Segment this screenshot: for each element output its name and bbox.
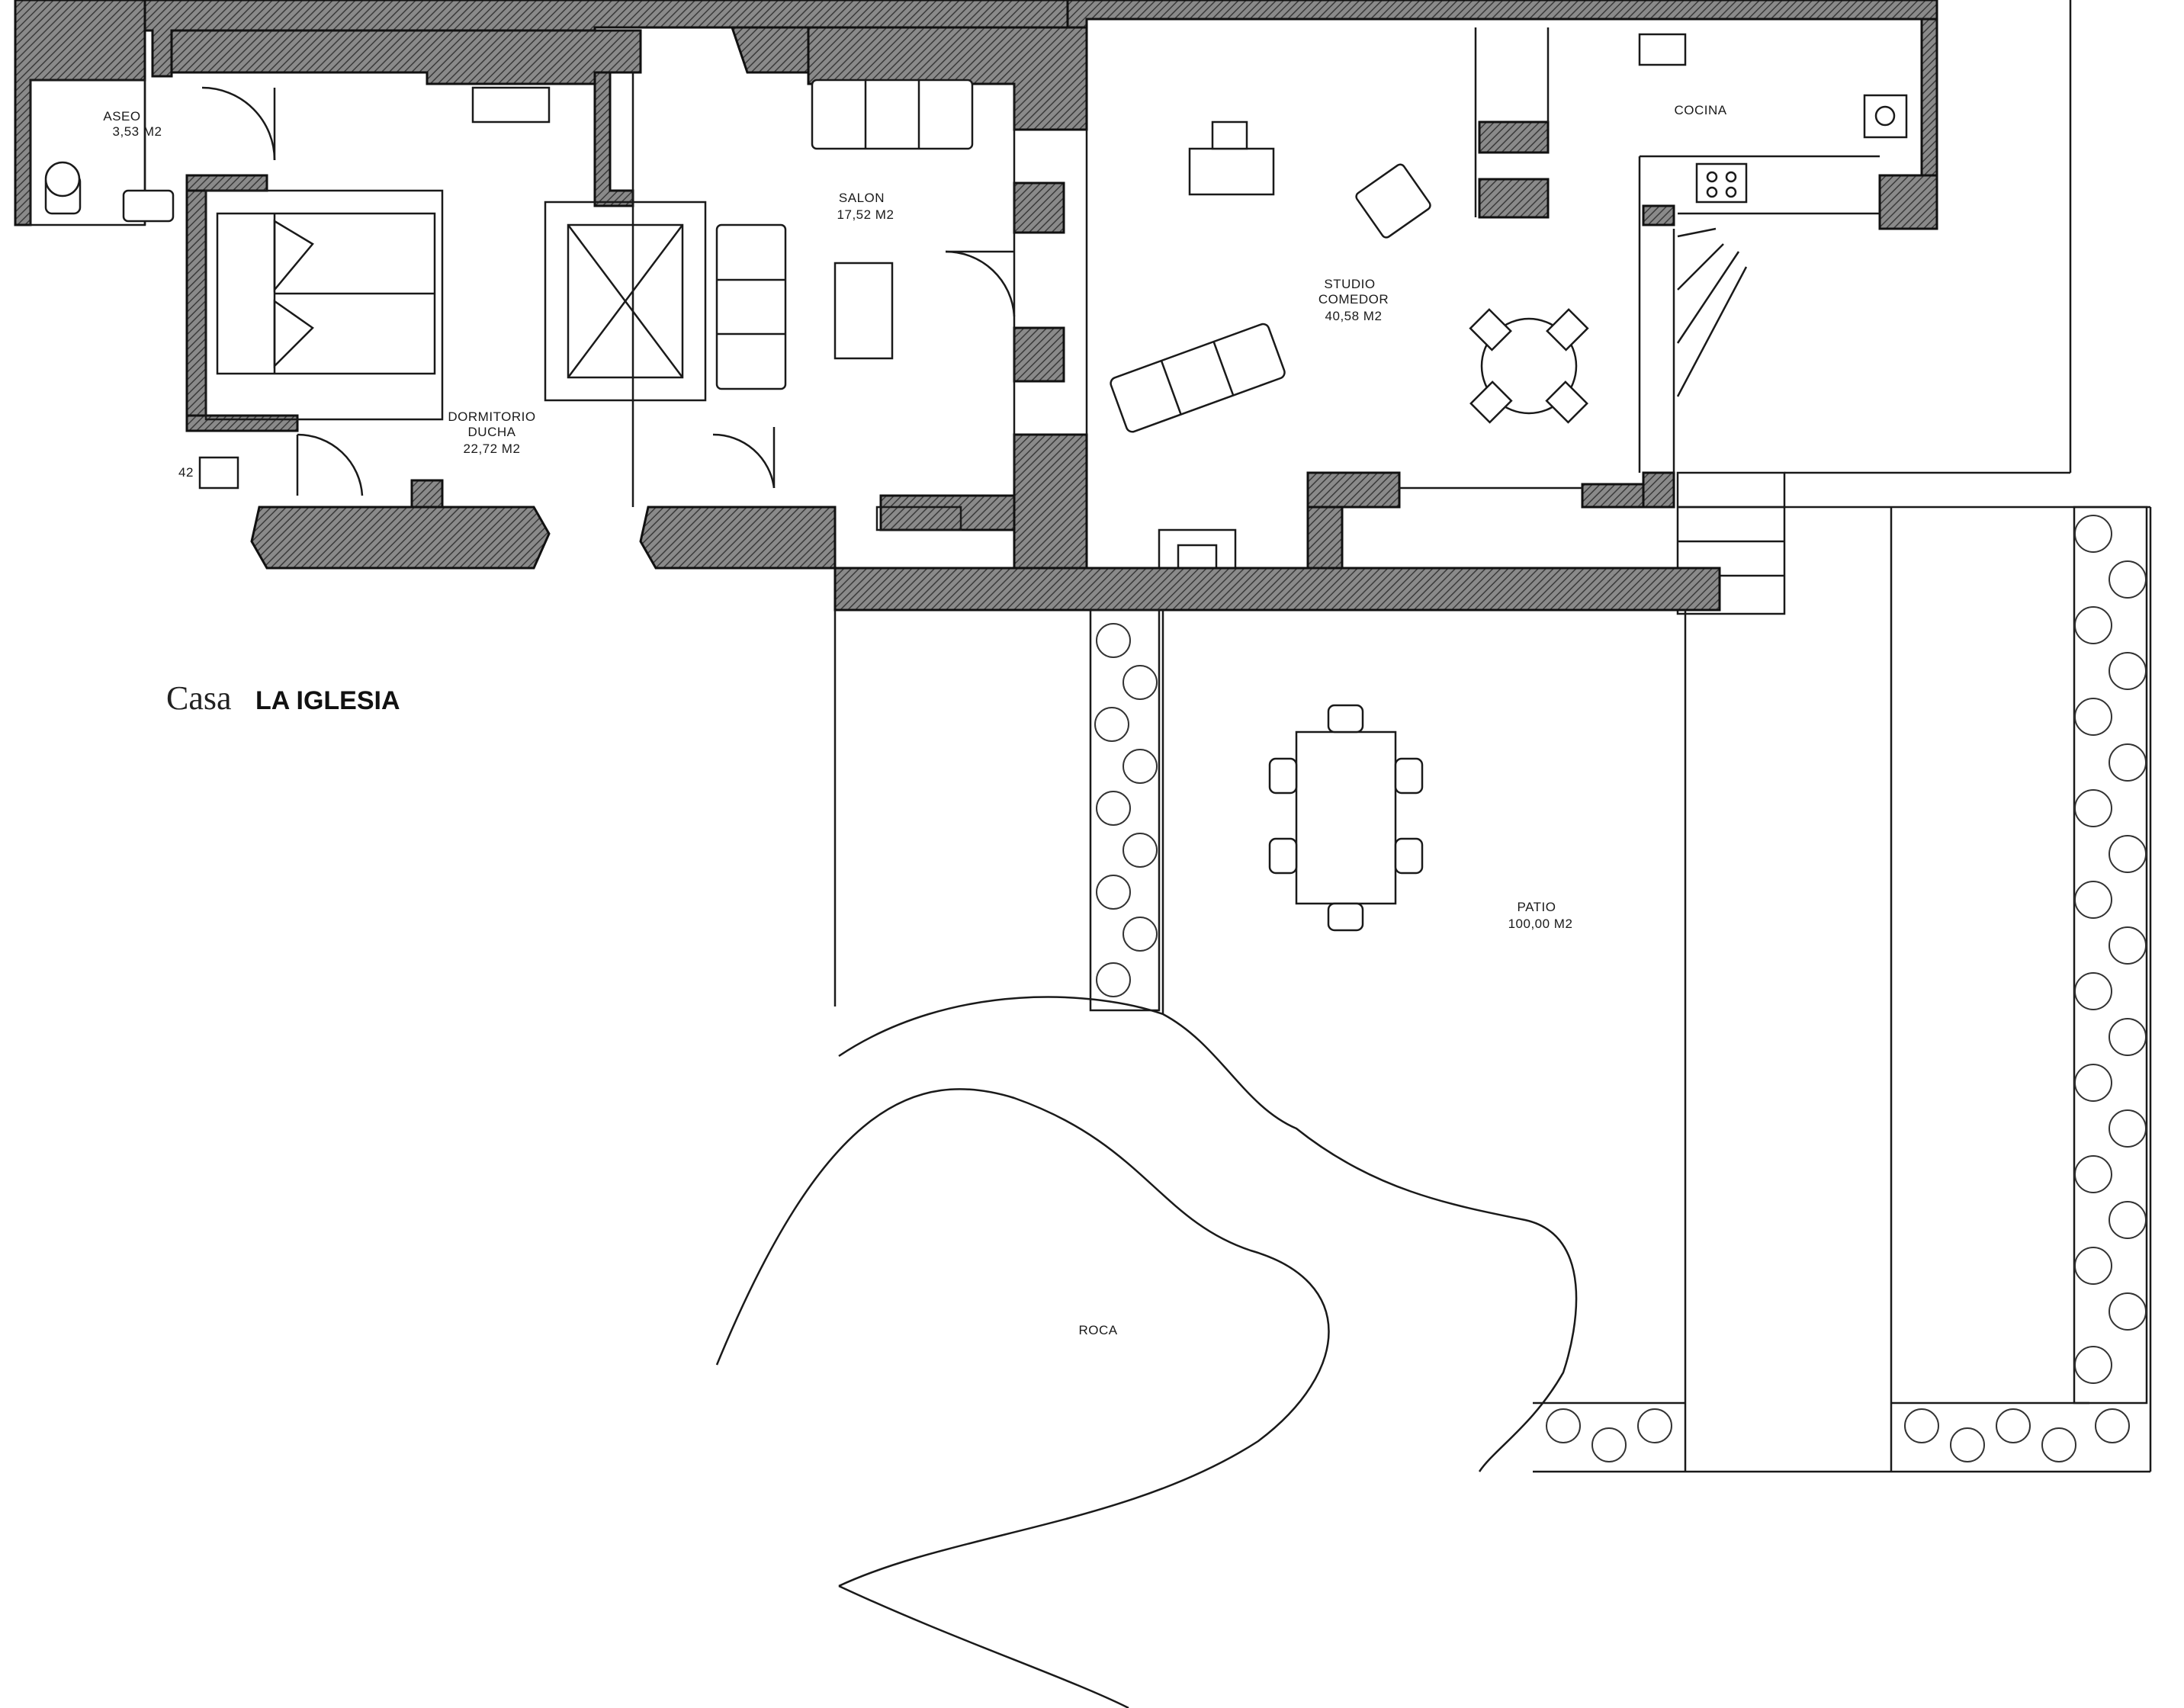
stone-pattern xyxy=(1094,515,2147,1462)
label-dormitorio-sub: DUCHA xyxy=(468,425,516,439)
label-dormitorio: DORMITORIO xyxy=(448,409,535,424)
brand-title: Casa LA IGLESIA xyxy=(166,679,400,717)
room-labels: ASEO 3,53 M2 DORMITORIO DUCHA 22,72 M2 S… xyxy=(103,103,1726,1337)
label-aseo: ASEO xyxy=(103,109,140,124)
brand-name: LA IGLESIA xyxy=(255,686,400,715)
area-salon: 17,52 M2 xyxy=(837,207,894,222)
label-studio-sub: COMEDOR xyxy=(1318,292,1389,307)
patio-area xyxy=(715,227,2152,1708)
label-patio: PATIO xyxy=(1518,900,1556,914)
area-studio: 40,58 M2 xyxy=(1325,309,1383,323)
label-salon: SALON xyxy=(839,191,885,205)
label-roca: ROCA xyxy=(1078,1323,1117,1337)
doors xyxy=(201,86,1016,496)
area-patio: 100,00 M2 xyxy=(1508,917,1573,931)
area-aseo: 3,53 M2 xyxy=(113,124,162,139)
area-dormitorio: 22,72 M2 xyxy=(464,441,521,456)
brand-casa: Casa xyxy=(166,679,232,717)
room-outlines xyxy=(29,0,2072,531)
label-cocina: COCINA xyxy=(1674,103,1726,117)
edge-label: 42 xyxy=(178,465,194,480)
label-studio: STUDIO xyxy=(1324,277,1375,291)
furniture xyxy=(44,33,1908,932)
